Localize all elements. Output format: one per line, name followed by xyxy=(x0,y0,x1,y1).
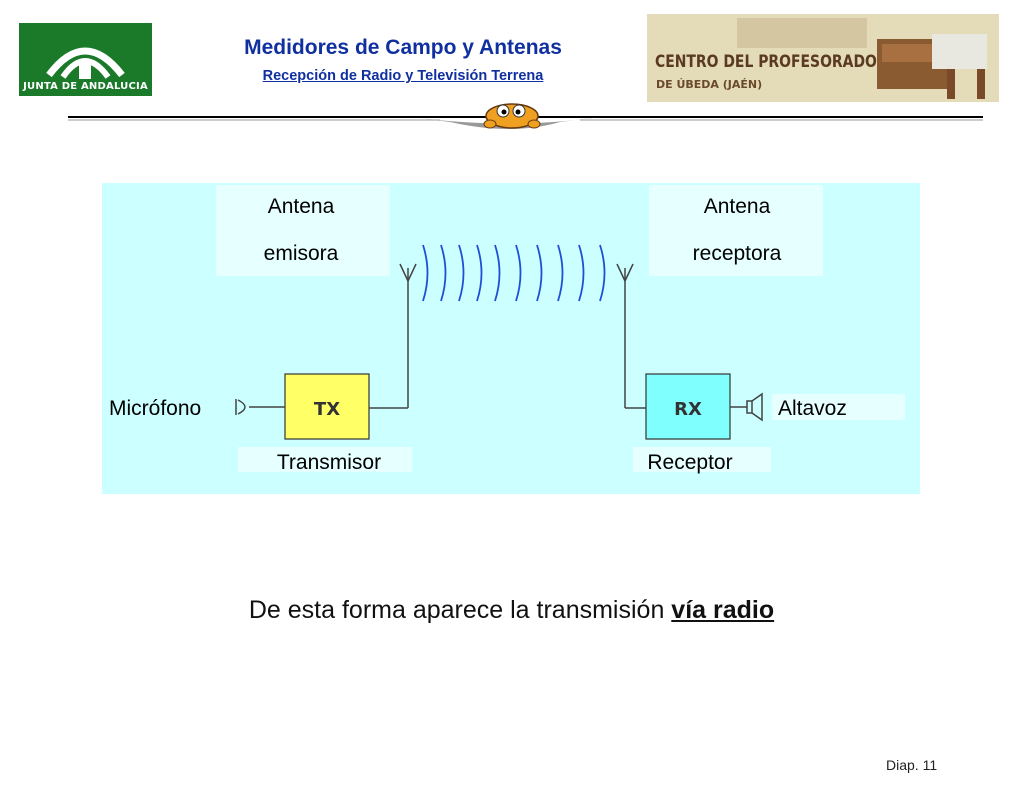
tx-block xyxy=(284,373,370,440)
rx-block-label: RX xyxy=(674,399,702,420)
mascot-icon xyxy=(483,103,541,129)
microphone-icon xyxy=(235,399,285,415)
rx-antenna-label-line2: receptora xyxy=(693,242,782,265)
junta-andalucia-logo: JUNTA DE ANDALUCIA xyxy=(19,23,152,96)
radio-wave-arc xyxy=(494,244,501,302)
radio-wave-arc xyxy=(599,244,606,302)
transmitter-label: Transmisor xyxy=(277,451,381,474)
tx-antenna-label-line2: emisora xyxy=(264,242,339,265)
cep-logo-line2: DE ÚBEDA (JAÉN) xyxy=(656,78,763,91)
radio-waves xyxy=(422,244,606,302)
radio-wave-arc xyxy=(440,244,447,302)
junta-emblem-icon xyxy=(46,47,125,79)
radio-wave-arc xyxy=(578,244,585,302)
tx-antenna-label-box xyxy=(216,185,390,276)
speaker-label: Altavoz xyxy=(778,397,847,420)
radio-wave-arc xyxy=(557,244,564,302)
rx-antenna-label-box xyxy=(649,185,823,276)
junta-logo-text: JUNTA DE ANDALUCIA xyxy=(23,81,148,92)
tx-antenna-icon xyxy=(399,263,417,408)
page-title: Medidores de Campo y Antenas xyxy=(244,36,562,59)
centro-profesorado-logo: CENTRO DEL PROFESORADO DE ÚBEDA (JAÉN) xyxy=(647,14,999,102)
tx-block-label: TX xyxy=(314,399,340,420)
caption-text: De esta forma aparece la transmisión vía… xyxy=(0,596,1023,625)
radio-wave-arc xyxy=(536,244,543,302)
radio-wave-arc xyxy=(476,244,483,302)
receiver-label: Receptor xyxy=(647,451,732,474)
tx-antenna-label-line1: Antena xyxy=(268,195,335,218)
page-subtitle: Recepción de Radio y Televisión Terrena xyxy=(262,68,544,84)
radio-wave-arc xyxy=(515,244,522,302)
rx-antenna-icon xyxy=(616,263,646,409)
radio-wave-arc xyxy=(422,244,429,302)
cep-logo-line1: CENTRO DEL PROFESORADO xyxy=(655,52,877,72)
header-divider xyxy=(68,103,983,129)
rx-block xyxy=(645,373,731,440)
caption-main: De esta forma aparece la transmisión xyxy=(248,596,672,624)
caption-highlight: vía radio xyxy=(671,596,775,624)
radio-wave-arc xyxy=(458,244,465,302)
rx-antenna-label-line1: Antena xyxy=(704,195,771,218)
microphone-label: Micrófono xyxy=(109,397,201,420)
speaker-icon xyxy=(746,392,763,422)
slide-number: Diap. 11 xyxy=(886,757,938,773)
building-photo-icon xyxy=(647,14,999,102)
